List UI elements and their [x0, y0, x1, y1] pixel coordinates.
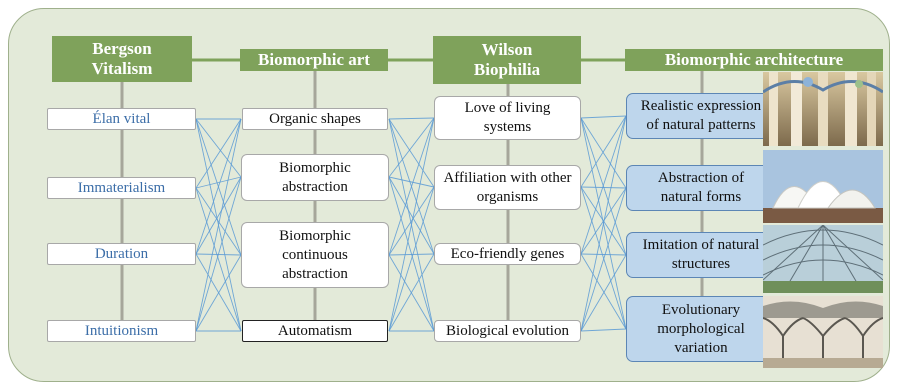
wilson-item-eco-friendly-genes: Eco-friendly genes: [434, 243, 581, 265]
opera-house-photo: [763, 150, 883, 223]
header-biomorphic-architecture: Biomorphic architecture: [625, 49, 883, 71]
cathedral-interior-photo: [763, 72, 883, 146]
connection-link-line: [195, 118, 242, 178]
header-wilson-biophilia: Wilson Biophilia: [433, 36, 581, 84]
connection-link-line: [195, 118, 242, 189]
connection-link-line: [580, 253, 627, 330]
connection-link-line: [580, 115, 627, 119]
art-item-biomorphic-continuous-abstraction: Biomorphic continuous abstraction: [241, 222, 389, 288]
connection-link-line: [388, 118, 435, 188]
glass-dome-photo: [763, 225, 883, 293]
connection-link-line: [388, 117, 435, 332]
header-bergson-vitalism: Bergson Vitalism: [52, 36, 192, 82]
connection-link-line: [580, 115, 627, 255]
tree-column-canopy-photo: [763, 296, 883, 368]
connection-link-line: [388, 176, 435, 255]
wilson-item-love-of-living-systems: Love of living systems: [434, 96, 581, 140]
arch-item-realistic-expression: Realistic expression of natural patterns: [626, 93, 776, 139]
connection-link-line: [195, 254, 242, 332]
connection-link-line: [388, 176, 435, 188]
connection-link-line: [195, 118, 242, 332]
connection-link-line: [580, 187, 627, 332]
connection-link-line: [388, 117, 435, 120]
wilson-item-biological-evolution: Biological evolution: [434, 320, 581, 342]
art-item-automatism: Automatism: [242, 320, 388, 342]
connection-link-line: [388, 186, 435, 332]
connection-link-line: [195, 176, 242, 332]
connection-link-line: [388, 117, 435, 178]
connection-link-line: [580, 115, 627, 332]
art-item-organic-shapes: Organic shapes: [242, 108, 388, 130]
connection-link-line: [580, 117, 627, 189]
connection-link-line: [580, 186, 627, 189]
connection-link-line: [580, 117, 627, 256]
connection-link-line: [580, 187, 627, 255]
arch-item-abstraction-natural-forms: Abstraction of natural forms: [626, 165, 776, 211]
connection-link-line: [195, 176, 242, 255]
header-biomorphic-art: Biomorphic art: [240, 49, 388, 71]
connection-link-line: [580, 253, 627, 256]
connection-link-line: [195, 176, 242, 189]
connection-link-line: [388, 253, 435, 332]
connection-link-line: [580, 186, 627, 330]
connection-link-line: [580, 328, 627, 332]
arch-item-evolutionary-variation: Evolutionary morphological variation: [626, 296, 776, 362]
bergson-item-duration: Duration: [47, 243, 196, 265]
connection-link-line: [388, 253, 435, 256]
connection-link-line: [195, 187, 242, 332]
bergson-item-immaterialism: Immaterialism: [47, 177, 196, 199]
bergson-item-elan-vital: Élan vital: [47, 108, 196, 130]
arch-item-imitation-natural-structures: Imitation of natural structures: [626, 232, 776, 278]
wilson-item-affiliation-with-other-organisms: Affiliation with other organisms: [434, 165, 581, 210]
connection-link-line: [580, 254, 627, 332]
bergson-item-intuitionism: Intuitionism: [47, 320, 196, 342]
connection-link-line: [580, 115, 627, 188]
art-item-biomorphic-abstraction: Biomorphic abstraction: [241, 154, 389, 201]
connection-link-line: [388, 186, 435, 256]
connection-link-line: [388, 176, 435, 332]
connection-link-line: [195, 118, 242, 255]
connection-link-line: [388, 117, 435, 256]
connection-link-line: [195, 187, 242, 256]
